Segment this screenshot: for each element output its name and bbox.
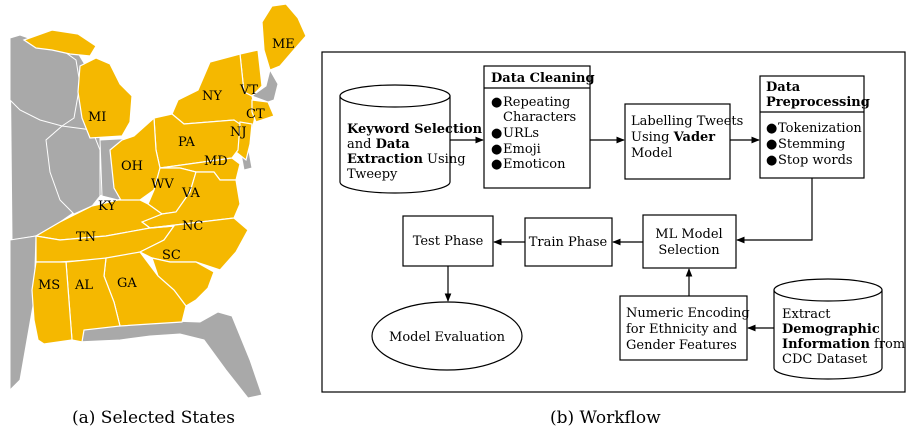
label-sc: SC — [162, 248, 181, 263]
gray-region-florida — [58, 311, 263, 399]
label-ga: GA — [117, 276, 137, 291]
cleaning-item-2: URLs — [503, 126, 539, 141]
state-mi — [77, 57, 133, 139]
extract-line3a: Information — [782, 337, 870, 352]
label-tn: TN — [76, 230, 96, 245]
state-me — [261, 3, 307, 71]
ml-line2: Selection — [658, 243, 720, 258]
extract-line4: CDC Dataset — [782, 352, 868, 367]
keyword-line4: Tweepy — [347, 167, 398, 182]
ml-model-box: ML Model Selection — [642, 214, 737, 269]
test-label: Test Phase — [413, 234, 484, 249]
label-vt: VT — [239, 83, 258, 98]
encoding-line3: Gender Features — [626, 338, 737, 353]
workflow-frame — [321, 51, 906, 393]
label-wv: WV — [151, 177, 174, 192]
labelling-line3: Model — [631, 146, 672, 161]
preproc-title-2: Preprocessing — [766, 95, 870, 110]
train-phase-box: Train Phase — [524, 217, 613, 267]
preprocessing-box: Data Preprocessing ● Tokenization ● Stem… — [759, 75, 870, 179]
preproc-bullet-2: ● — [766, 137, 777, 152]
cleaning-item-4: Emoticon — [503, 157, 566, 172]
preproc-bullet-3: ● — [766, 153, 777, 168]
extract-cylinder: Extract Demographic Information from CDC… — [773, 278, 905, 380]
label-nj: NJ — [230, 125, 247, 140]
labelling-line2a: Using — [631, 130, 674, 145]
label-nc: NC — [182, 219, 203, 234]
labelling-line2b: Vader — [673, 130, 716, 145]
svg-text:Extraction Using: Extraction Using — [347, 152, 466, 167]
label-me: ME — [272, 37, 295, 52]
encoding-line2: for Ethnicity and — [626, 322, 737, 337]
arrow-preproc-to-ml — [736, 178, 813, 244]
state-ct — [251, 99, 275, 123]
us-east-map: ME VT NY CT NJ MI PA OH MD WV VA KY NC T… — [9, 3, 307, 399]
caption-workflow: (b) Workflow — [550, 408, 661, 428]
encoding-line1: Numeric Encoding — [626, 306, 750, 321]
preproc-title-1: Data — [766, 80, 801, 95]
label-ny: NY — [202, 89, 222, 104]
keyword-line1: Keyword Selection — [347, 122, 483, 137]
keyword-line3b: Using — [423, 152, 466, 167]
preproc-item-3: Stop words — [778, 153, 853, 168]
label-oh: OH — [121, 159, 143, 174]
state-ms — [31, 261, 73, 345]
extract-line3b: from — [870, 337, 905, 352]
extract-line2: Demographic — [782, 322, 880, 337]
extract-line1: Extract — [782, 307, 831, 322]
cleaning-bullet-3: ● — [491, 142, 502, 157]
cleaning-bullet-1: ● — [491, 95, 502, 110]
label-ms: MS — [38, 278, 60, 293]
preproc-item-2: Stemming — [778, 137, 845, 152]
svg-text:Using Vader: Using Vader — [631, 130, 715, 145]
labelling-box: Labelling Tweets Using Vader Model — [624, 103, 743, 180]
state-al — [65, 257, 121, 343]
preproc-item-1: Tokenization — [778, 121, 862, 136]
data-cleaning-box: Data Cleaning ● Repeating Characters ● U… — [483, 65, 595, 189]
label-ky: KY — [98, 199, 116, 214]
cleaning-title: Data Cleaning — [491, 71, 595, 86]
keyword-line3a: Extraction — [347, 152, 423, 167]
label-mi: MI — [88, 110, 106, 125]
keyword-line2a: and — [347, 137, 376, 152]
preproc-bullet-1: ● — [766, 121, 777, 136]
model-evaluation-ellipse: Model Evaluation — [371, 301, 523, 371]
gray-region-southwest — [9, 235, 37, 392]
state-mi-upper — [22, 29, 97, 57]
cleaning-bullet-4: ● — [491, 157, 502, 172]
label-ct: CT — [246, 107, 265, 122]
train-label: Train Phase — [529, 235, 608, 250]
cleaning-item-1: Repeating — [503, 95, 570, 110]
cleaning-bullet-2: ● — [491, 126, 502, 141]
ml-line1: ML Model — [655, 227, 722, 242]
svg-text:and Data: and Data — [347, 137, 410, 152]
svg-text:Keyword Selection: Keyword Selection — [347, 122, 483, 137]
label-va: VA — [181, 186, 201, 201]
eval-label: Model Evaluation — [389, 330, 506, 345]
label-al: AL — [74, 278, 93, 293]
labelling-line1: Labelling Tweets — [631, 114, 743, 129]
cleaning-item-1b: Characters — [503, 110, 576, 125]
label-pa: PA — [178, 135, 196, 150]
caption-selected-states: (a) Selected States — [72, 408, 235, 428]
workflow-diagram: Keyword Selection and Data Extraction Us… — [321, 51, 906, 393]
svg-text:Information from: Information from — [782, 337, 905, 352]
cleaning-item-3: Emoji — [503, 142, 541, 157]
label-md: MD — [204, 154, 228, 169]
keyword-cylinder: Keyword Selection and Data Extraction Us… — [339, 84, 483, 194]
encoding-box: Numeric Encoding for Ethnicity and Gende… — [619, 295, 750, 361]
keyword-line2b: Data — [376, 137, 411, 152]
test-phase-box: Test Phase — [402, 215, 494, 267]
